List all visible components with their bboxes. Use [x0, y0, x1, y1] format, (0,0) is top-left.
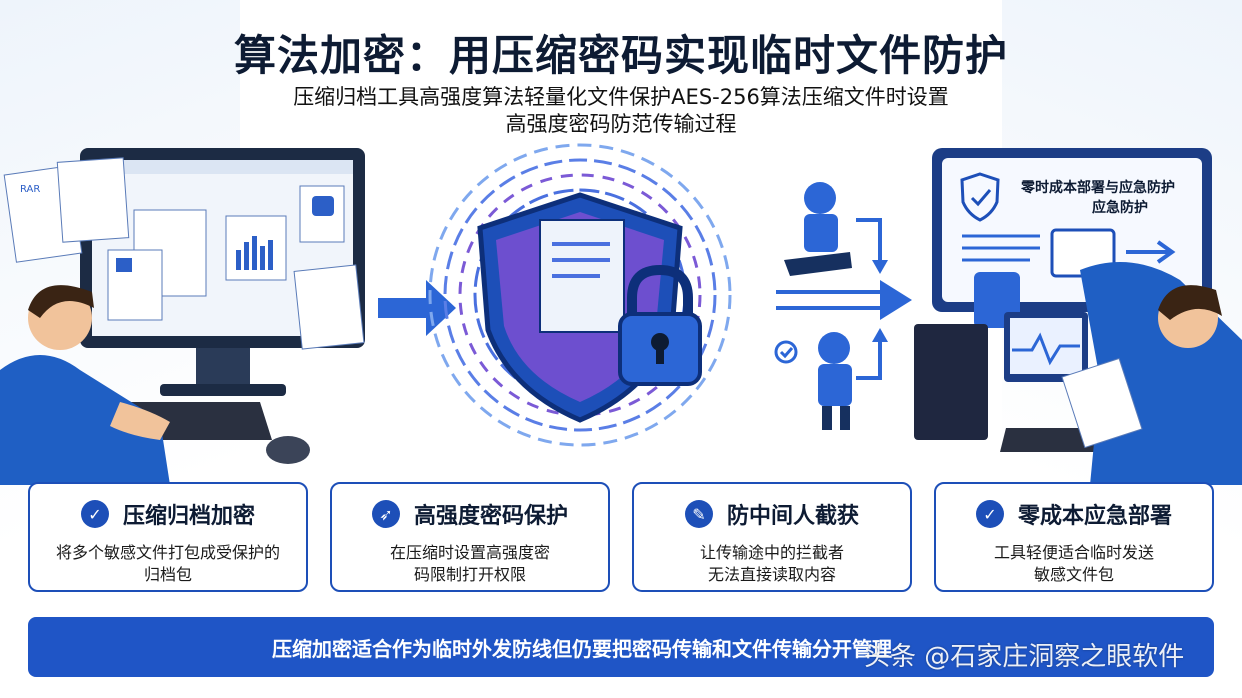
card-desc-line: 将多个敏感文件打包成受保护的: [55, 543, 280, 562]
card-title: 压缩归档加密: [122, 504, 255, 529]
card-description: 让传输途中的拦截者 无法直接读取内容: [652, 542, 892, 586]
card-desc-line: 无法直接读取内容: [707, 565, 836, 584]
right-deployment-illustration: 零时成本部署与应急防护 应急防护: [914, 148, 1242, 485]
tablet-document: [1061, 357, 1143, 449]
person-left-body: [0, 355, 170, 485]
card-title: 零成本应急部署: [1017, 504, 1172, 529]
feature-card-3: ✎ 防中间人截获 让传输途中的拦截者 无法直接读取内容: [632, 482, 912, 592]
arrow-right-2: [880, 280, 912, 320]
card-description: 在压缩时设置高强度密 码限制打开权限: [350, 542, 590, 586]
paper-document-2: [56, 157, 130, 243]
shield-check-icon: [960, 172, 1000, 222]
banner-text: 压缩加密适合作为临时外发防线但仍要把密码传输和文件传输分开管理: [272, 637, 892, 661]
check-icon: ✓: [80, 500, 109, 528]
right-panel-line-2: 应急防护: [1092, 199, 1148, 216]
card-desc-line: 让传输途中的拦截者: [699, 543, 844, 562]
card-desc-line: 敏感文件包: [1033, 565, 1114, 584]
subtitle-line-1: 压缩归档工具高强度算法轻量化文件保护AES-256算法压缩文件时设置: [293, 85, 949, 109]
hacker-figure-2: [818, 332, 850, 364]
summary-banner: 压缩加密适合作为临时外发防线但仍要把密码传输和文件传输分开管理: [28, 617, 1214, 677]
screen-tag: RAR: [20, 184, 40, 195]
subtitle-line-2: 高强度密码防范传输过程: [505, 112, 737, 136]
feature-card-1: ✓ 压缩归档加密 将多个敏感文件打包成受保护的 归档包: [28, 482, 308, 592]
pen-icon: ✎: [684, 500, 713, 528]
check-icon: ✓: [975, 500, 1004, 528]
card-description: 将多个敏感文件打包成受保护的 归档包: [48, 542, 288, 586]
card-title: 高强度密码保护: [413, 504, 568, 529]
card-desc-line: 在压缩时设置高强度密: [389, 543, 550, 562]
feature-card-4: ✓ 零成本应急部署 工具轻便适合临时发送 敏感文件包: [934, 482, 1214, 592]
arrow-right-3: [1126, 240, 1176, 264]
left-workstation-illustration: RAR: [0, 148, 365, 485]
card-desc-line: 工具轻便适合临时发送: [993, 543, 1154, 562]
card-description: 工具轻便适合临时发送 敏感文件包: [954, 542, 1194, 586]
page-title: 算法加密：用压缩密码实现临时文件防护: [233, 31, 1008, 80]
illustration: RAR: [0, 143, 1242, 485]
shield-lock-illustration: [428, 143, 732, 447]
card-title: 防中间人截获: [726, 504, 859, 529]
check-circle-icon: [774, 340, 798, 364]
card-desc-line: 码限制打开权限: [413, 565, 526, 584]
page-subtitle: 压缩归档工具高强度算法轻量化文件保护AES-256算法压缩文件时设置 高强度密码…: [0, 84, 1242, 138]
rocket-icon: ➶: [371, 500, 400, 528]
server-tower: [914, 324, 988, 440]
right-panel-line-1: 零时成本部署与应急防护: [1020, 179, 1175, 196]
watermark: 头条 @石家庄洞察之眼软件: [864, 642, 1185, 672]
mouse: [266, 436, 310, 464]
card-desc-line: 归档包: [143, 565, 192, 584]
arrow-right-1: [378, 280, 456, 336]
screen-lock-icon: [312, 196, 334, 216]
feature-card-2: ➶ 高强度密码保护 在压缩时设置高强度密 码限制打开权限: [330, 482, 610, 592]
interceptor-illustration: [774, 182, 912, 430]
hacker-figure-1: [804, 182, 836, 214]
